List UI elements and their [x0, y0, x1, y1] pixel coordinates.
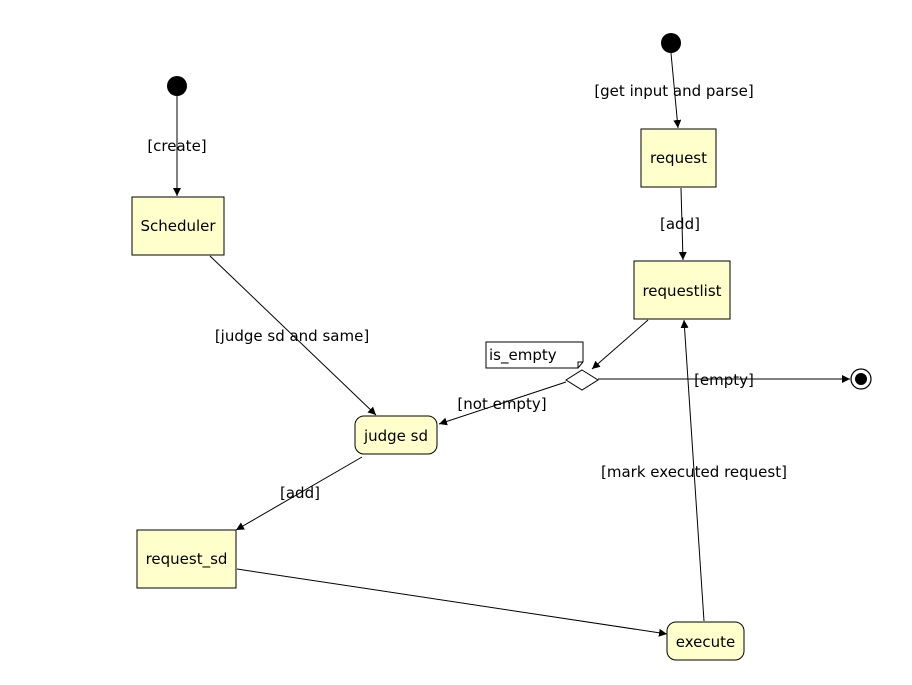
node-request-label: request — [650, 149, 707, 167]
edge-label-empty: [empty] — [694, 371, 754, 389]
initial-node-right — [661, 33, 681, 53]
node-requestlist-label: requestlist — [642, 282, 721, 300]
note-label: is_empty — [489, 346, 557, 365]
node-judge-sd-label: judge sd — [363, 427, 428, 445]
edge-label-create: [create] — [147, 137, 206, 155]
edge-requestlist-to-decision — [591, 319, 649, 370]
edge-label-get-input-and-parse: [get input and parse] — [594, 82, 753, 100]
node-request-sd[interactable]: request_sd — [136, 529, 237, 589]
edge-scheduler-to-judge-sd — [209, 255, 377, 416]
node-judge-sd[interactable]: judge sd — [354, 415, 438, 455]
edge-label-add-request: [add] — [660, 215, 700, 233]
edge-label-not-empty: [not empty] — [457, 395, 546, 413]
node-scheduler[interactable]: Scheduler — [131, 196, 225, 256]
edge-request-sd-to-execute — [236, 568, 668, 637]
initial-node-left — [167, 76, 187, 96]
edge-execute-to-requestlist — [680, 319, 705, 622]
node-scheduler-label: Scheduler — [140, 217, 216, 235]
node-requestlist[interactable]: requestlist — [633, 260, 731, 320]
note-is-empty: is_empty — [485, 341, 584, 369]
edges — [173, 52, 850, 637]
node-request-sd-label: request_sd — [146, 550, 228, 569]
edge-start-to-request — [670, 52, 682, 129]
edge-request-to-requestlist — [678, 187, 687, 261]
node-request[interactable]: request — [640, 128, 717, 188]
node-execute[interactable]: execute — [666, 621, 745, 661]
edge-judge-sd-to-request-sd — [235, 456, 363, 531]
edge-decision-to-judge-sd — [438, 381, 567, 426]
edge-label-judge-sd-and-same: [judge sd and same] — [215, 327, 369, 345]
decision-diamond — [565, 369, 599, 391]
edge-label-mark-executed-request: [mark executed request] — [601, 463, 787, 481]
edge-label-add-sd: [add] — [280, 484, 320, 502]
node-execute-label: execute — [676, 633, 735, 651]
final-node — [850, 368, 872, 390]
